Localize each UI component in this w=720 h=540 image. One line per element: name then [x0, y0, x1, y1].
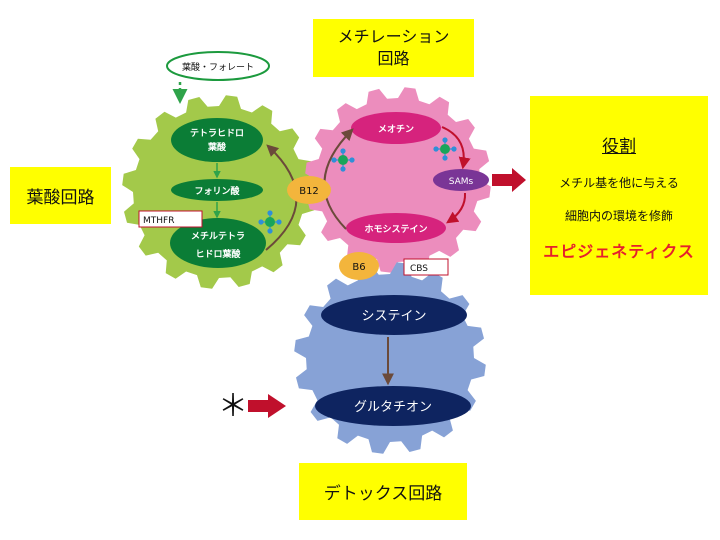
role-box: 役割 メチル基を他に与える 細胞内の環境を修飾 エピジェネティクス	[530, 96, 708, 295]
thf-label-line2: 葉酸	[207, 141, 227, 153]
red-arrow-icon	[248, 394, 286, 418]
methyl-group-icon	[258, 210, 282, 234]
role-line1: メチル基を他に与える	[559, 176, 679, 190]
b6-cofactor-node	[339, 252, 379, 280]
thf-label-line1: テトラヒドロ	[190, 128, 244, 139]
methylation-title-line1: メチレーション	[337, 27, 450, 46]
role-line2: 細胞内の環境を修飾	[564, 209, 673, 223]
b12-cofactor-label: B12	[299, 186, 319, 197]
methyl-group-icon	[331, 148, 355, 172]
asterisk-marker: ＊	[218, 389, 248, 424]
red-arrow-icon	[492, 168, 526, 192]
b12-cofactor-node	[287, 176, 331, 204]
methionine-node	[351, 112, 441, 144]
mthfr-enzyme-label: MTHFR	[143, 216, 174, 226]
folinic-label: フォリン酸	[194, 185, 240, 197]
glutathione-node	[315, 386, 471, 426]
folate-input-node	[166, 51, 270, 81]
glutathione-label: グルタチオン	[354, 400, 432, 415]
homocysteine-label: ホモシステイン	[364, 224, 427, 235]
methionine-to-sams-arrow	[441, 126, 471, 170]
folate-input-label: 葉酸・フォレート	[182, 61, 254, 73]
detox-cycle-title: デトックス回路	[299, 463, 467, 520]
cysteine-node	[321, 295, 467, 335]
sams-node	[433, 169, 489, 191]
folate-cycle-title-text: 葉酸回路	[26, 188, 95, 208]
cbs-enzyme-box	[403, 258, 449, 276]
folate-cycle-title: 葉酸回路	[10, 167, 111, 224]
methylation-cycle-title: メチレーション 回路	[313, 19, 474, 77]
mthf-label-line2: ヒドロ葉酸	[195, 248, 241, 260]
folinic-node	[171, 179, 263, 201]
role-highlight: エピジェネティクス	[543, 242, 695, 261]
methylation-title-line2: 回路	[377, 49, 410, 68]
b6-cofactor-label: B6	[352, 262, 365, 273]
mthf-node	[170, 218, 266, 268]
mthf-label-line1: メチルテトラ	[191, 231, 245, 242]
sams-to-homocysteine-arrow	[446, 192, 467, 224]
cbs-enzyme-label: CBS	[410, 264, 428, 274]
role-title: 役割	[602, 137, 636, 157]
thf-node	[171, 118, 263, 162]
methionine-label: メオチン	[378, 124, 414, 135]
detox-cycle-title-text: デトックス回路	[323, 484, 443, 504]
methyl-group-icon	[433, 137, 457, 161]
cysteine-label: システイン	[361, 309, 426, 324]
mthfr-enzyme-box	[138, 210, 203, 228]
homocysteine-node	[346, 213, 446, 243]
sams-label: SAMs	[449, 177, 474, 187]
